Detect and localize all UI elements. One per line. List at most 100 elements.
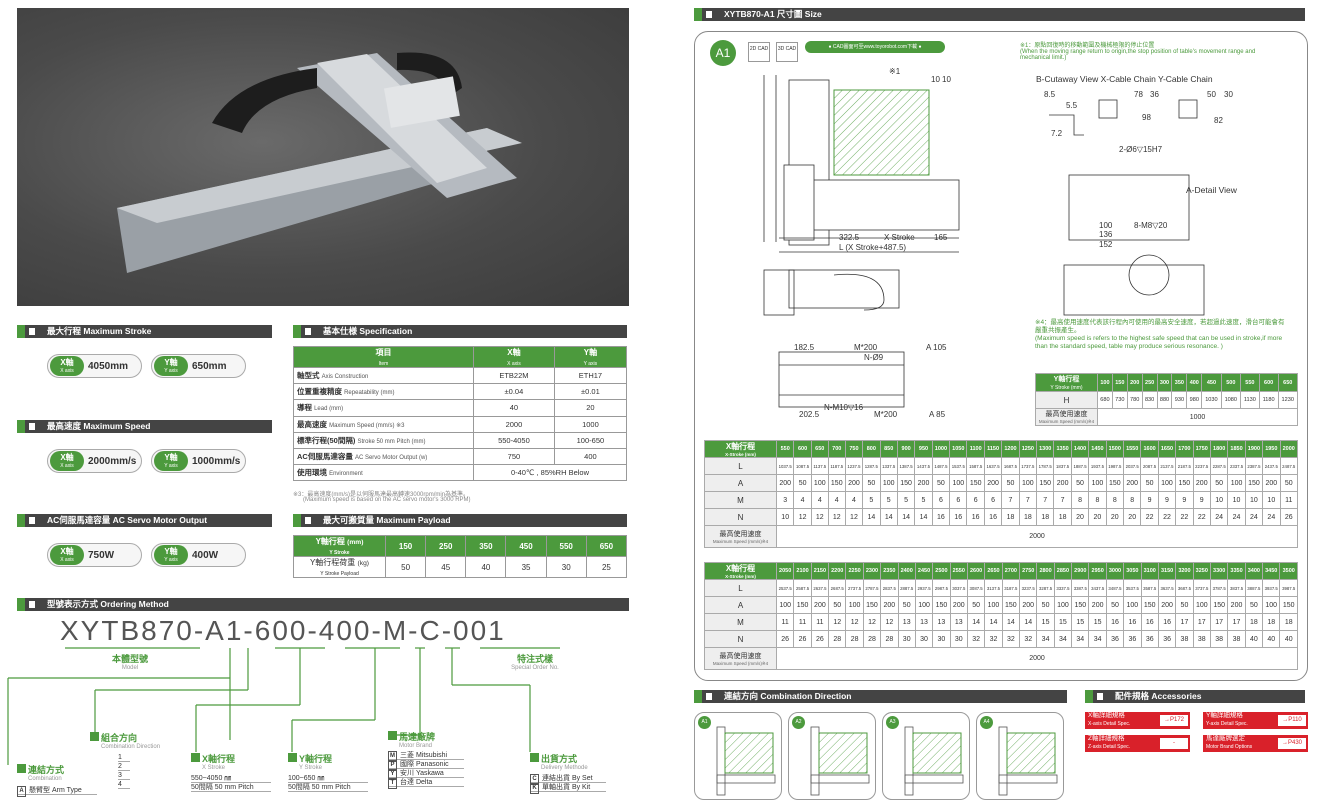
x-n-cell: 36	[1140, 630, 1159, 648]
payload-value: 30	[545, 556, 587, 578]
x-n-cell: 20	[1088, 508, 1107, 526]
x-stroke-cell: 750	[844, 440, 864, 458]
x-a-cell: 150	[793, 596, 812, 614]
x-stroke-cell: 3250	[1192, 562, 1211, 580]
x-stroke-cell: 3100	[1140, 562, 1159, 580]
svg-text:202.5: 202.5	[799, 410, 820, 419]
x-stroke-cell: 2100	[793, 562, 812, 580]
accessories-title: 配件規格 Accessories	[1085, 690, 1305, 703]
x-m-cell: 6	[949, 491, 968, 509]
x-m-cell: 15	[1036, 613, 1055, 631]
h-cell: 1080	[1220, 391, 1241, 409]
x-n-cell: 12	[810, 508, 829, 526]
x-l-cell: 2687.5	[828, 579, 847, 597]
x-a-cell: 50	[931, 474, 951, 492]
x-l-cell: 3187.5	[1001, 579, 1021, 597]
payload-stroke: 650	[585, 535, 628, 557]
x-m-cell: 13	[932, 613, 951, 631]
cad-download-button[interactable]: ● CAD圖面可至www.toyorobot.com下載 ●	[805, 41, 945, 53]
a1-badge: A1	[710, 40, 736, 66]
x-l-cell: 3887.5	[1244, 579, 1264, 597]
cad-2d-icon[interactable]: 2D CAD	[748, 42, 770, 62]
x-a-cell: 100	[949, 474, 968, 492]
x-stroke-cell: 2000	[1279, 440, 1299, 458]
x-stroke-cell: 1800	[1209, 440, 1229, 458]
x-a-cell: 50	[828, 596, 847, 614]
x-l-cell: 1487.5	[931, 457, 951, 475]
y-stroke-cell: 500	[1220, 373, 1241, 392]
x-a-cell: 50	[1001, 474, 1020, 492]
x-n-cell: 18	[1001, 508, 1020, 526]
x-n-cell: 16	[966, 508, 985, 526]
x-n-cell: 12	[827, 508, 846, 526]
x-stroke-cell: 1300	[1036, 440, 1055, 458]
x-l-cell: 2187.5	[1175, 457, 1194, 475]
x-m-cell: 9	[1192, 491, 1211, 509]
x-l-cell: 1087.5	[793, 457, 812, 475]
x-m-cell: 10	[1262, 491, 1281, 509]
x-a-cell: 200	[1088, 596, 1107, 614]
x-a-cell: 150	[1071, 596, 1090, 614]
x-n-cell: 14	[896, 508, 916, 526]
cad-3d-icon[interactable]: 3D CAD	[776, 42, 798, 62]
note-1: ※1：原點回復時的移動範圍及機械極限的停止位置(When the moving …	[1020, 43, 1256, 61]
combo-badge: A2	[792, 716, 805, 729]
x-a-cell: 150	[966, 474, 985, 492]
x-n-cell: 26	[1279, 508, 1299, 526]
x-l-cell: 3437.5	[1088, 579, 1107, 597]
x-stroke-cell: 3400	[1244, 562, 1264, 580]
x-n-cell: 36	[1123, 630, 1142, 648]
x-m-cell: 13	[897, 613, 916, 631]
x-n-cell: 34	[1071, 630, 1090, 648]
x-n-cell: 16	[983, 508, 1003, 526]
svg-text:8-M8▽20: 8-M8▽20	[1134, 221, 1168, 230]
x-m-cell: 18	[1244, 613, 1264, 631]
x-l-cell: 2537.5	[775, 579, 795, 597]
x-stroke-cell: 600	[793, 440, 812, 458]
x-l-cell: 3837.5	[1227, 579, 1246, 597]
size-title: XYTB870-A1 尺寸圖 Size	[694, 8, 1305, 21]
y-stroke-cell: 350	[1171, 373, 1188, 392]
x-l-cell: 1387.5	[896, 457, 916, 475]
x-stroke-cell: 2250	[845, 562, 864, 580]
svg-text:152: 152	[1099, 240, 1113, 249]
x-stroke-cell: 1100	[966, 440, 985, 458]
order-code: XYTB870-A1-600-400-M-C-001	[60, 615, 506, 646]
x-stroke-cell: 2800	[1036, 562, 1055, 580]
x-m-cell: 17	[1192, 613, 1211, 631]
x-a-cell: 100	[1227, 474, 1246, 492]
x-l-cell: 3637.5	[1157, 579, 1177, 597]
x-stroke-cell: 1550	[1122, 440, 1142, 458]
x-n-cell: 10	[775, 508, 795, 526]
x-m-cell: 5	[862, 491, 881, 509]
x-n-cell: 38	[1209, 630, 1229, 648]
payload-value: 35	[505, 556, 547, 578]
x-n-cell: 26	[810, 630, 830, 648]
x-m-cell: 12	[845, 613, 864, 631]
x-stroke-cell: 900	[896, 440, 916, 458]
x-l-cell: 3387.5	[1071, 579, 1090, 597]
svg-text:X Stroke: X Stroke	[884, 233, 915, 242]
h-cell: 830	[1141, 391, 1158, 409]
x-stroke-cell: 1600	[1140, 440, 1159, 458]
x-a-cell: 100	[775, 596, 795, 614]
x-l-cell: 2437.5	[1262, 457, 1281, 475]
x-stroke-cell: 2900	[1071, 562, 1090, 580]
x-n-cell: 22	[1192, 508, 1211, 526]
x-n-cell: 28	[845, 630, 864, 648]
x-a-cell: 150	[1105, 474, 1125, 492]
x-n-cell: 38	[1192, 630, 1211, 648]
